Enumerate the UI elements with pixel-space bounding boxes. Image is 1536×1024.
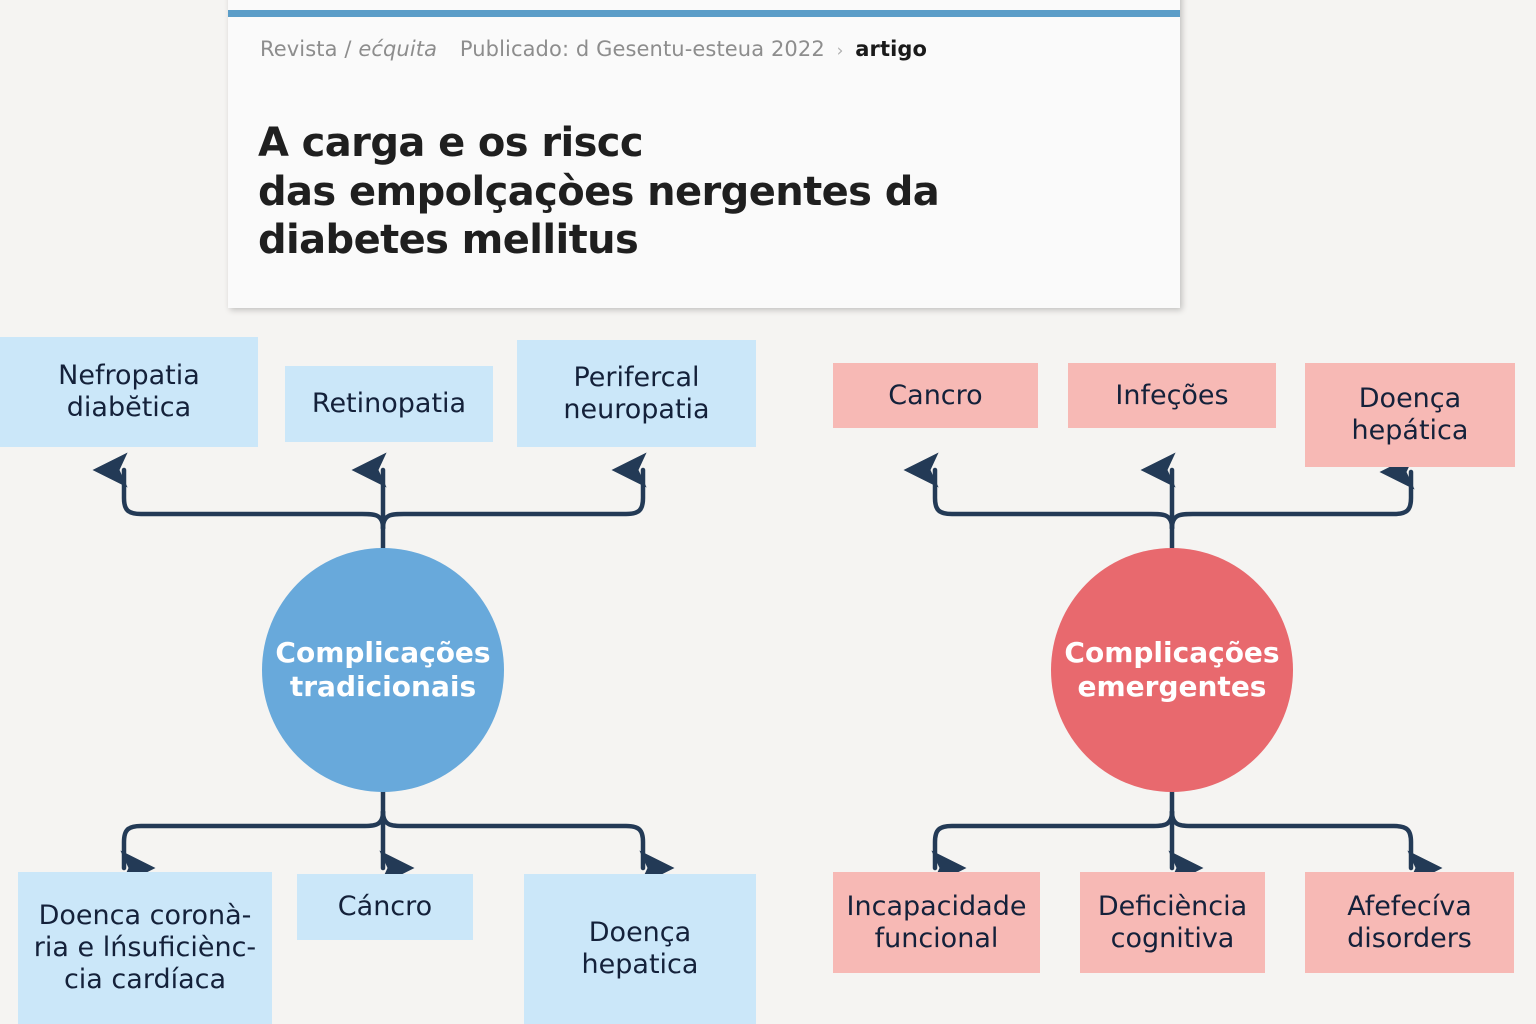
card-accent-bar <box>228 10 1180 17</box>
node-line-1: Retinopatia <box>311 388 467 420</box>
node-line-3: cia cardíaca <box>63 963 227 995</box>
node-cancro-emergente[interactable]: Cancro <box>833 363 1038 428</box>
node-line-1: Incapacidade <box>846 890 1027 922</box>
node-line-1: Afefecíva <box>1347 890 1472 922</box>
node-cancro-tradicional[interactable]: Cáncro <box>297 874 473 940</box>
article-title-line-2: das empolçaçòes nergentes da <box>258 168 940 215</box>
node-line-1: Cancro <box>888 379 983 411</box>
node-line-1: Doença <box>1358 383 1462 415</box>
node-line-1: Nefropatia <box>58 360 200 392</box>
hub-complicacoes-emergentes[interactable]: Complicações emergentes <box>1051 548 1293 792</box>
node-deficiencia-cognitiva[interactable]: Deficiència cognitiva <box>1080 872 1265 973</box>
node-line-2: ria e lńsuficiènc- <box>33 932 257 964</box>
hub-label-line-1: Complicações <box>275 635 491 669</box>
node-line-1: Doença <box>588 917 692 949</box>
node-line-1: Doenca coronà- <box>38 900 252 932</box>
node-line-1: Perifercal <box>573 361 700 393</box>
hub-complicacoes-tradicionais[interactable]: Complicações tradicionais <box>262 548 504 792</box>
node-infecoes[interactable]: Infeções <box>1068 363 1276 428</box>
hub-label-line-2: emergentes <box>1077 670 1267 703</box>
hub-label-line-1: Complicações <box>1064 635 1280 669</box>
node-line-2: disorders <box>1347 922 1472 954</box>
node-line-2: hepática <box>1351 415 1469 446</box>
node-doenca-coronaria-insuficiencia-cardiaca[interactable]: Doenca coronà- ria e lńsuficiènc- cia ca… <box>18 872 272 1024</box>
breadcrumb: Revista / ećquita Publicado: d Gesentu-e… <box>260 37 927 61</box>
node-retinopatia[interactable]: Retinopatia <box>285 366 493 442</box>
breadcrumb-published-date: Publicado: d Gesentu-esteua 2022 <box>459 37 825 61</box>
node-afefeciva-disorders[interactable]: Afefecíva disorders <box>1305 872 1514 973</box>
node-line-1: Cáncro <box>337 891 433 923</box>
node-doenca-hepatica-tradicional[interactable]: Doença hepatica <box>524 874 756 1024</box>
node-perifercal-neuropatia[interactable]: Perifercal neuropatia <box>517 340 756 447</box>
article-card: Revista / ećquita Publicado: d Gesentu-e… <box>228 0 1180 308</box>
breadcrumb-issue[interactable]: ećquita <box>358 37 438 61</box>
article-title: A carga e os riscc das empolçaçòes nerge… <box>258 119 1148 265</box>
node-doenca-hepatica-emergente[interactable]: Doença hepática <box>1305 363 1515 467</box>
breadcrumb-separator-icon: › <box>836 41 844 61</box>
article-title-line-3: diabetes mellitus <box>258 217 639 264</box>
node-line-2: diabĕtica <box>66 392 192 423</box>
node-line-2: hepatica <box>581 949 699 980</box>
breadcrumb-article-type[interactable]: artigo <box>855 37 928 61</box>
breadcrumb-journal[interactable]: Revista / <box>260 37 352 61</box>
node-incapacidade-funcional[interactable]: Incapacidade funcional <box>833 872 1040 973</box>
node-line-2: funcional <box>874 922 999 954</box>
article-title-line-1: A carga e os riscc <box>258 119 644 166</box>
hub-label-line-2: tradicionais <box>289 670 477 703</box>
node-line-2: cognitiva <box>1110 922 1235 954</box>
node-line-1: Infeções <box>1115 379 1229 411</box>
node-line-1: Deficiència <box>1097 890 1248 922</box>
node-line-2: neuropatia <box>563 393 710 425</box>
node-nefropatia-diabetica[interactable]: Nefropatia diabĕtica <box>0 337 258 447</box>
